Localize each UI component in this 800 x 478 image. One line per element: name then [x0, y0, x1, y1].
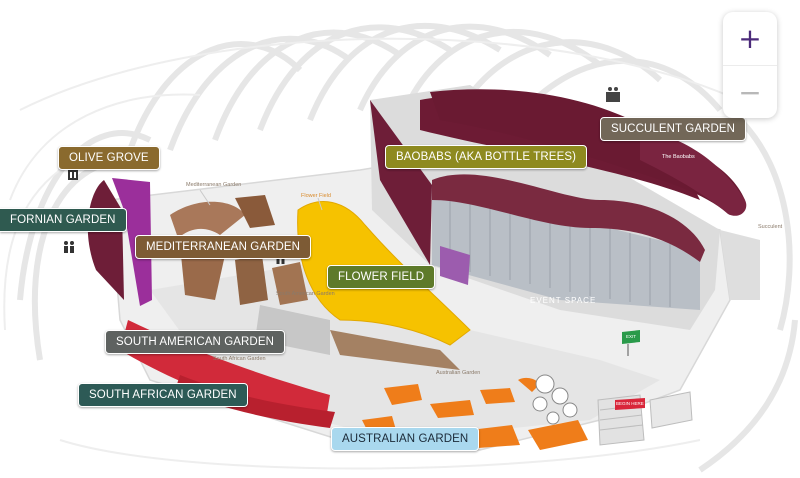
right-wall [720, 230, 760, 300]
australian-garden-label[interactable]: AUSTRALIAN GARDEN [331, 427, 480, 451]
dome-ribs [17, 22, 798, 473]
south-african-garden-label[interactable]: SOUTH AFRICAN GARDEN [78, 383, 248, 407]
zoom-control: + − [723, 12, 777, 118]
maroon-wall-left [87, 180, 124, 300]
australian-orange-pieces [362, 377, 588, 450]
building-roof-band [432, 174, 705, 262]
building-maroon-side [370, 100, 432, 265]
succulent-garden-label[interactable]: SUCCULENT GARDEN [600, 117, 747, 141]
mini-label-australian: Australian Garden [436, 370, 481, 376]
purple-wall-left [112, 178, 152, 306]
exit-sign [622, 330, 640, 344]
mini-label-event-space: EVENT SPACE [530, 296, 597, 305]
terrace-5 [272, 262, 308, 305]
plaza-tables [532, 374, 578, 425]
building-glass [432, 185, 700, 310]
building-mullions [449, 190, 671, 307]
baobabs-label[interactable]: BAOBABS (AKA BOTTLE TREES) [385, 145, 588, 169]
mini-label-succulent: Succulent [758, 224, 783, 230]
flower-field-label[interactable]: FLOWER FIELD [327, 265, 436, 289]
begin-here-sign [615, 398, 645, 410]
mini-label-south-american: South American Garden [276, 291, 335, 297]
mini-label-flower-field: Flower Field [301, 193, 331, 199]
olive-grove-label[interactable]: OLIVE GROVE [58, 146, 160, 170]
succulent-beds [640, 130, 747, 216]
mediterranean-garden-label[interactable]: MEDITERRANEAN GARDEN [135, 235, 312, 259]
terrace-1 [170, 201, 245, 238]
people-icon [606, 87, 620, 102]
terrace-2 [235, 195, 275, 228]
mini-label-mediterranean: Mediterranean Garden [186, 182, 242, 188]
south-american-terrace [330, 330, 460, 370]
building-purple-panel [440, 246, 470, 285]
terrace-4 [235, 255, 268, 305]
mini-label-begin-here: BEGIN HERE [616, 401, 644, 406]
elevator-icon [68, 170, 78, 180]
californian-garden-label[interactable]: FORNIAN GARDEN [0, 208, 127, 232]
zoom-out-button[interactable]: − [738, 76, 762, 109]
zoom-in-button[interactable]: + [723, 12, 777, 66]
mini-label-south-african: South African Garden [213, 356, 266, 362]
mini-label-exit: EXIT [626, 334, 637, 339]
baobab-beds [430, 89, 745, 215]
leader-lines [199, 189, 323, 211]
mini-label-the-baobabs: The Baobabs [662, 154, 695, 160]
south-american-garden-label[interactable]: SOUTH AMERICAN GARDEN [105, 330, 286, 354]
